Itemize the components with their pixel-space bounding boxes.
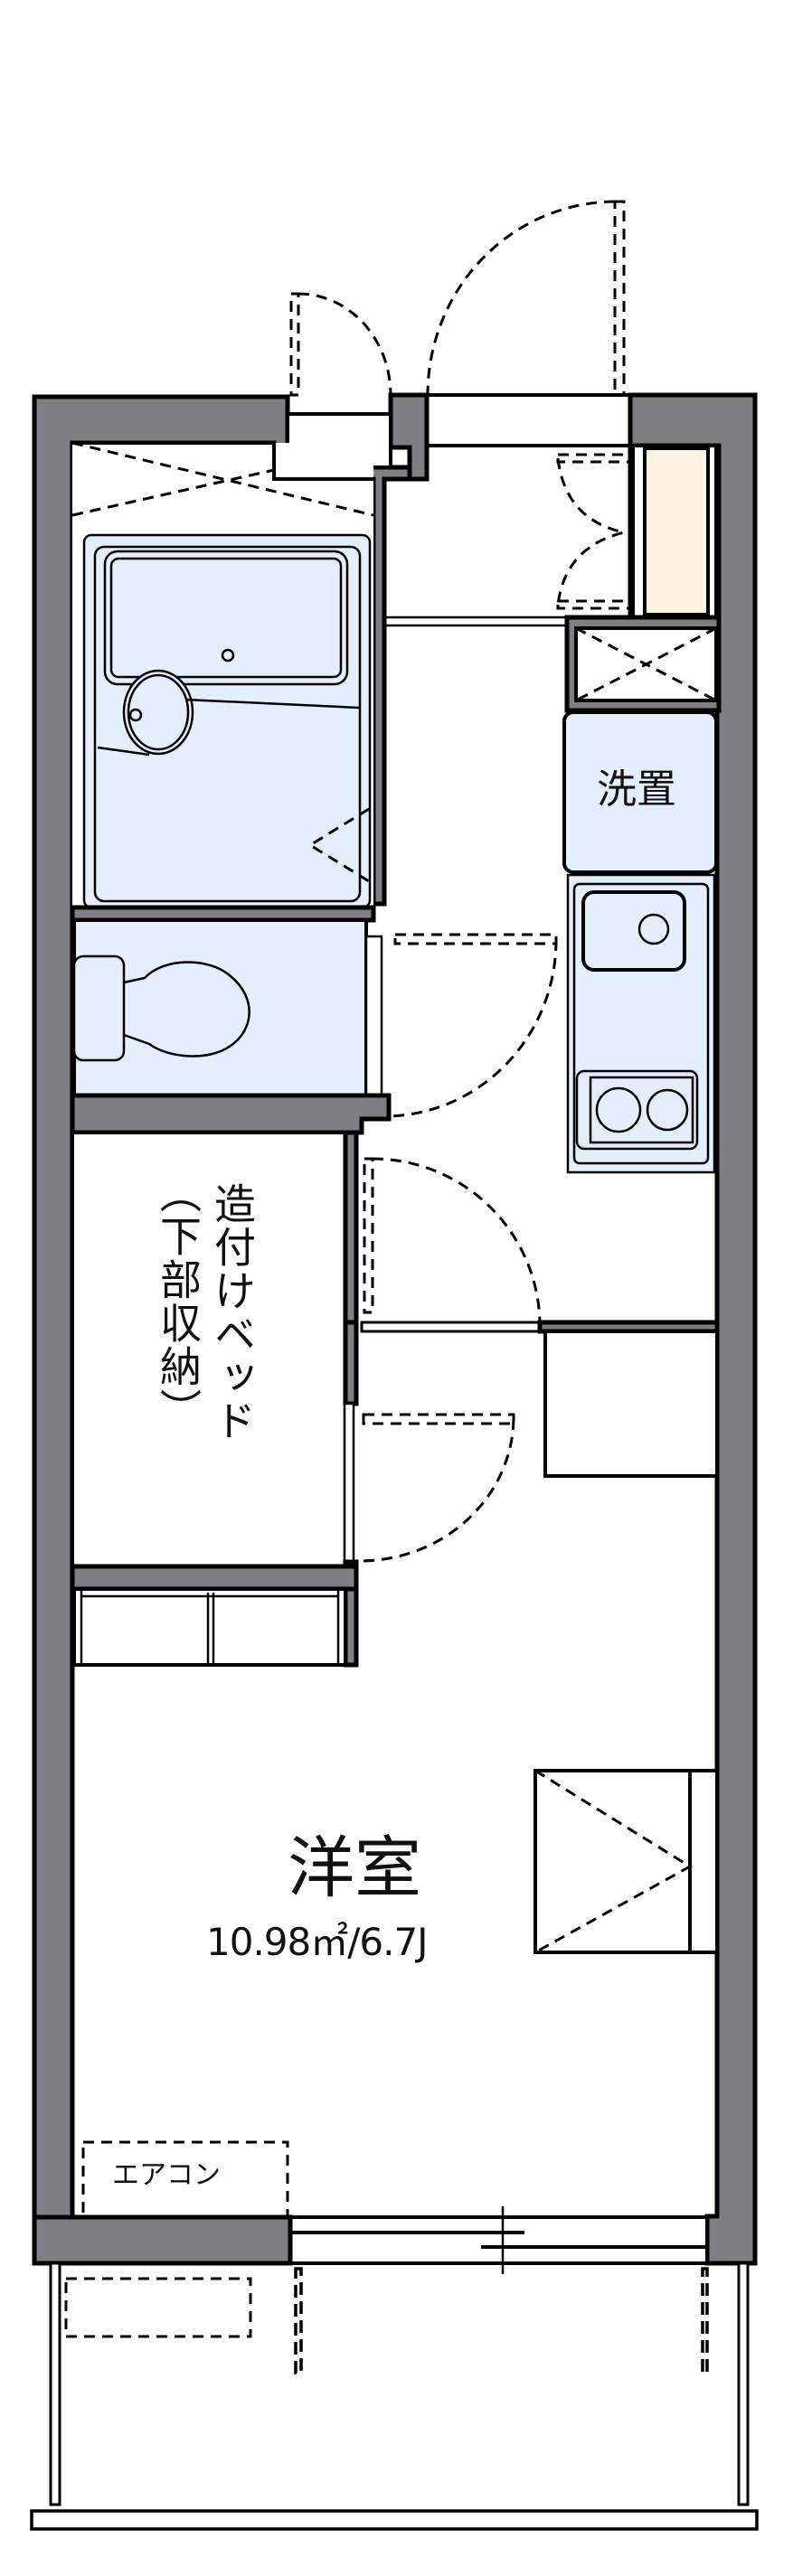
pipe-shaft	[564, 615, 722, 713]
balcony	[30, 2261, 759, 2531]
door-threshold	[360, 1321, 542, 1333]
built-in-bed-label: 造付けベッド	[208, 1182, 257, 1443]
tub-drain-icon	[221, 648, 235, 663]
shoe-cabinet	[628, 443, 722, 620]
toilet-bowl	[123, 961, 250, 1058]
toilet-tank	[72, 954, 126, 1062]
burner-icon	[646, 1088, 689, 1132]
entrance-door-swing	[426, 200, 626, 397]
burner-icon	[595, 1086, 642, 1133]
sink-drain-icon	[637, 913, 670, 945]
western-room-area: 10.98㎡/6.7J	[206, 1920, 429, 1964]
washer-space	[562, 710, 718, 874]
balcony-rail	[30, 2509, 759, 2531]
built-in-bed-sublabel: （下部収納）	[154, 1171, 203, 1432]
sliding-window	[288, 2206, 709, 2274]
built-in-bed	[71, 1130, 359, 1568]
toilet-room	[72, 918, 368, 1097]
closet	[533, 1769, 719, 1954]
partition-panel	[701, 2267, 709, 2374]
kitchen-counter	[566, 873, 716, 1174]
storage-door-swing	[359, 1413, 515, 1563]
air-conditioner-label: エアコン	[112, 2159, 221, 2191]
wash-basin	[122, 669, 194, 756]
kitchen-sink	[581, 890, 686, 972]
outdoor-ac-unit	[64, 2277, 252, 2338]
toilet-door-swing	[364, 933, 558, 1118]
meter-box-door-swing	[289, 292, 392, 397]
washer-space-label: 洗置	[597, 766, 676, 813]
western-room-name: 洋室	[288, 1829, 421, 1907]
refrigerator-space	[543, 1330, 719, 1478]
stove	[589, 1076, 694, 1144]
under-bed-shelf	[72, 1587, 347, 1667]
kitchen-door-swing	[363, 1157, 542, 1323]
unit-bath	[71, 441, 374, 909]
shoe-cabinet-door-swing	[556, 453, 632, 610]
partition-panel	[294, 2267, 303, 2374]
